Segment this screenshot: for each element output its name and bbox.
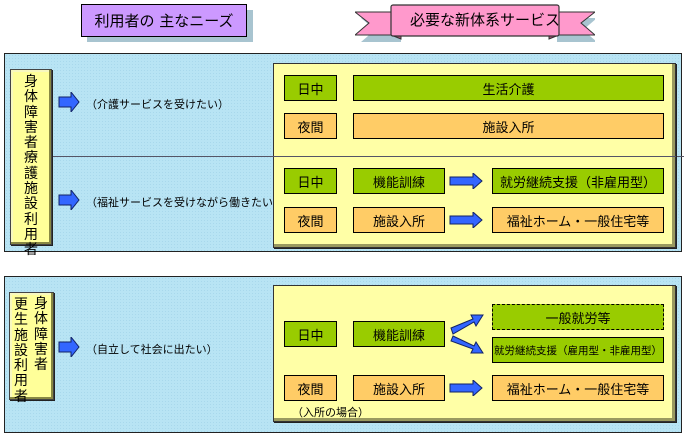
right-arrow-icon (58, 337, 80, 357)
label-char: 体 (24, 89, 38, 106)
user-label-column: 身 体 障 害 者 (31, 296, 51, 374)
user-label-column: 身 体 障 害 者 療 護 施 設 利 用 者 (11, 74, 51, 259)
label-char: 護 (24, 165, 38, 182)
label-char: 利 (24, 211, 38, 228)
service-life-care: 生活介護 (353, 75, 664, 101)
daytime-label: 日中 (284, 75, 337, 101)
label-char: 設 (14, 342, 28, 359)
right-arrow-icon (449, 173, 483, 189)
label-char: 生 (14, 312, 28, 329)
nighttime-label: 夜間 (284, 207, 337, 233)
label-char: 身 (34, 296, 48, 312)
nighttime-label: 夜間 (284, 375, 337, 401)
label-char: 者 (24, 135, 38, 152)
service-facility-residence: 施設入所 (353, 375, 445, 401)
ribbon-center (390, 4, 560, 37)
daytime-label: 日中 (284, 321, 337, 347)
label-char: 施 (24, 181, 38, 198)
label-char: 障 (34, 326, 48, 343)
label-char: 者 (14, 388, 28, 405)
label-char: 用 (14, 373, 28, 390)
user-label-rehab-facility: 更 生 施 設 利 用 者 身 体 障 害 者 (9, 292, 54, 405)
label-char: 身 (24, 74, 38, 90)
right-arrow-icon (449, 212, 483, 228)
service-general-employment: 一般就労等 (492, 304, 664, 330)
label-char: 者 (34, 357, 48, 374)
label-char: 更 (14, 297, 28, 313)
needs-column-title: 利用者の 主なニーズ (81, 4, 247, 37)
panel-row-divider (273, 156, 676, 157)
service-continued-employment-support-non-employment: 就労継続支援（非雇用型） (492, 168, 664, 194)
label-char: 障 (24, 104, 38, 121)
service-continued-employment-support: 就労継続支援（雇用型・非雇用型） (492, 337, 664, 363)
service-welfare-home-general-housing: 福祉ホーム・一般住宅等 (492, 375, 664, 401)
split-arrows-icon (450, 314, 484, 354)
label-char: 施 (14, 327, 28, 344)
service-facility-residence: 施設入所 (353, 113, 664, 139)
user-label-care-facility: 身 体 障 害 者 療 護 施 設 利 用 者 (10, 69, 52, 258)
label-char: 利 (14, 358, 28, 375)
need-work-with-welfare: （福祉サービスを受けながら働きたい） (86, 196, 284, 209)
service-functional-training: 機能訓練 (353, 321, 445, 347)
label-char: 設 (24, 196, 38, 213)
down-right-arrow (450, 335, 484, 354)
need-independence: （自立して社会に出たい） (86, 343, 218, 356)
label-char: 者 (24, 242, 38, 259)
ribbon-banner (355, 4, 595, 42)
label-char: 害 (34, 341, 48, 358)
need-care-service: （介護サービスを受けたい） (86, 98, 229, 111)
label-char: 害 (24, 119, 38, 136)
nighttime-label: 夜間 (284, 113, 337, 139)
label-char: 用 (24, 226, 38, 243)
right-arrow-icon (58, 92, 80, 112)
ribbon-left-tail (355, 11, 396, 36)
residence-case-note: （入所の場合） (292, 406, 369, 419)
label-char: 療 (24, 150, 38, 167)
right-arrow-icon (58, 190, 80, 210)
service-welfare-home-general-housing: 福祉ホーム・一般住宅等 (492, 207, 664, 233)
service-functional-training: 機能訓練 (353, 168, 445, 194)
service-facility-residence: 施設入所 (353, 207, 445, 233)
up-right-arrow (450, 314, 484, 335)
label-char: 体 (34, 311, 48, 328)
right-arrow-icon (449, 380, 483, 396)
user-label-column: 更 生 施 設 利 用 者 (11, 297, 31, 405)
services-column-title: 必要な新体系サービス (409, 11, 560, 29)
daytime-label: 日中 (284, 168, 337, 194)
